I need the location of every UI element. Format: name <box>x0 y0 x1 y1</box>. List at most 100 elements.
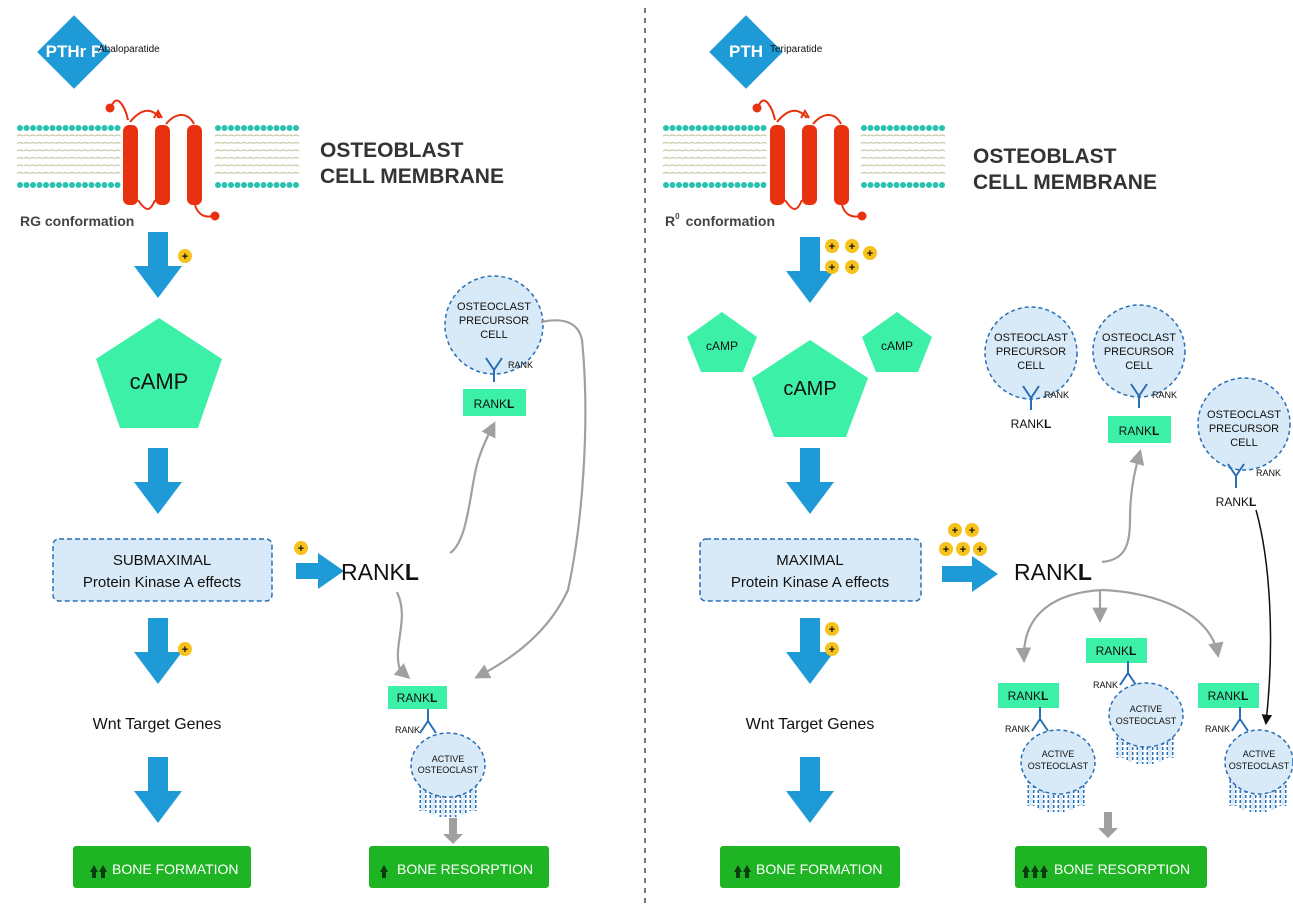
rankl-box <box>388 686 447 709</box>
osteoclast-precursor-cell: OSTEOCLAST PRECURSOR CELL RANK RANKL <box>984 306 1078 431</box>
svg-text:RANKL: RANKL <box>1216 495 1257 509</box>
svg-text:PRECURSOR: PRECURSOR <box>996 346 1066 358</box>
svg-text:PRECURSOR: PRECURSOR <box>1104 346 1174 358</box>
plus-icon: + <box>294 541 308 555</box>
arrow-right <box>942 556 998 592</box>
camp-small-label: cAMP <box>706 339 738 353</box>
camp-label: cAMP <box>130 369 189 394</box>
gray-arrow <box>1102 588 1224 659</box>
rankl-box <box>1198 683 1259 708</box>
bone-formation-label: BONE FORMATION <box>756 861 883 877</box>
rank-label: RANK <box>1005 724 1030 734</box>
arrow-down-2 <box>134 448 182 514</box>
camp-small-pentagon <box>687 312 757 372</box>
svg-text:OSTEOCLAST: OSTEOCLAST <box>1207 409 1281 421</box>
bone-resorption-pill <box>369 846 549 888</box>
rank-label: RANK <box>395 725 420 735</box>
svg-text:ACTIVE: ACTIVE <box>1042 749 1075 759</box>
active-osteoclast: ACTIVE OSTEOCLAST <box>1020 729 1096 812</box>
svg-text:+: + <box>969 525 975 537</box>
svg-text:PRECURSOR: PRECURSOR <box>459 315 529 327</box>
svg-text:CELL: CELL <box>1230 437 1258 449</box>
rankl-box <box>998 683 1059 708</box>
osteoclast-precursor-cell: OSTEOCLAST PRECURSOR CELL RANK <box>444 275 544 383</box>
rankl-box-label: RANKL <box>397 691 438 705</box>
svg-text:RANKL: RANKL <box>1011 417 1052 431</box>
wnt-label: Wnt Target Genes <box>93 716 222 733</box>
svg-text:ACTIVE: ACTIVE <box>1130 704 1163 714</box>
svg-text:OSTEOCLAST: OSTEOCLAST <box>1028 761 1089 771</box>
osteoclast-precursor-cell: OSTEOCLAST PRECURSOR CELL RANK <box>1092 304 1186 409</box>
plus-icon: + + + + + <box>825 239 877 274</box>
up-arrow-icon <box>90 865 107 878</box>
rankl-box <box>463 389 526 416</box>
pka-line-2: Protein Kinase A effects <box>83 574 241 591</box>
camp-small-pentagon <box>862 312 932 372</box>
svg-text:OSTEOCLAST: OSTEOCLAST <box>457 301 531 313</box>
rank-label: RANK <box>1093 680 1118 690</box>
svg-text:+: + <box>829 241 835 253</box>
arrow-down-2 <box>786 448 834 514</box>
rankl-box <box>1086 638 1147 663</box>
active-osteoclast: ACTIVE OSTEOCLAST <box>1224 729 1293 812</box>
arrow-down-3 <box>786 618 834 684</box>
up-arrow-icon <box>734 865 751 878</box>
rankl-box-label: RANKL <box>1096 644 1137 658</box>
rankl-box <box>1108 416 1171 443</box>
ligand-label: PTHr P <box>46 42 103 61</box>
svg-text:RANK: RANK <box>1044 390 1069 400</box>
gray-arrow <box>1101 449 1145 564</box>
ligand-label: PTH <box>729 42 763 61</box>
rankl-box-label: RANKL <box>474 397 515 411</box>
black-arrow <box>1255 509 1273 726</box>
plus-icon: + + + + + <box>939 523 987 556</box>
bone-resorption-label: BONE RESORPTION <box>1054 861 1190 877</box>
pka-box <box>699 538 922 602</box>
svg-text:RANK: RANK <box>1152 390 1177 400</box>
svg-text:CELL: CELL <box>1017 360 1045 372</box>
membrane-title-1: OSTEOBLAST <box>973 145 1117 168</box>
svg-text:ACTIVE: ACTIVE <box>1243 749 1276 759</box>
svg-text:+: + <box>960 544 966 556</box>
pka-line-2: Protein Kinase A effects <box>731 574 889 591</box>
ligand-drug-label: Abaloparatide <box>98 44 160 55</box>
svg-text:+: + <box>298 543 304 555</box>
active-osteoclast: ACTIVE OSTEOCLAST <box>1108 682 1184 764</box>
bone-formation-pill <box>720 846 900 888</box>
gpcr-receptor <box>752 99 867 221</box>
svg-text:+: + <box>829 644 835 656</box>
svg-text:OSTEOCLAST: OSTEOCLAST <box>1102 332 1176 344</box>
pka-line-1: MAXIMAL <box>776 552 844 569</box>
arrow-down-4 <box>786 757 834 823</box>
svg-text:CELL: CELL <box>1125 360 1153 372</box>
camp-small-label: cAMP <box>881 339 913 353</box>
camp-label: cAMP <box>783 378 836 400</box>
rankl-box-label: RANKL <box>1208 689 1249 703</box>
bone-resorption-label: BONE RESORPTION <box>397 861 533 877</box>
camp-pentagon <box>752 340 868 437</box>
svg-text:+: + <box>952 525 958 537</box>
ligand-diamond: PTH <box>709 15 783 89</box>
camp-pentagon <box>96 318 222 428</box>
rankl-label: RANKL <box>1014 559 1092 585</box>
cell-membrane <box>662 125 946 188</box>
bone-resorption-pill <box>1015 846 1207 888</box>
membrane-title-2: CELL MEMBRANE <box>320 165 504 188</box>
rankl-box-label: RANKL <box>1119 424 1160 438</box>
pka-box <box>52 538 273 602</box>
gray-arrow <box>449 421 496 554</box>
svg-text:OSTEOCLAST: OSTEOCLAST <box>1116 716 1177 726</box>
arrow-down-1 <box>786 237 834 303</box>
svg-text:+: + <box>977 544 983 556</box>
bone-formation-pill <box>73 846 251 888</box>
membrane-title-1: OSTEOBLAST <box>320 139 464 162</box>
gpcr-receptor <box>105 99 220 221</box>
svg-text:+: + <box>829 262 835 274</box>
rank-label: RANK <box>508 360 533 370</box>
rankl-label: RANKL <box>341 559 419 585</box>
gray-down-arrow <box>443 818 463 844</box>
svg-text:+: + <box>849 241 855 253</box>
conformation-label: RG conformation <box>20 213 134 229</box>
ligand-drug-label: Teriparatide <box>770 44 823 55</box>
